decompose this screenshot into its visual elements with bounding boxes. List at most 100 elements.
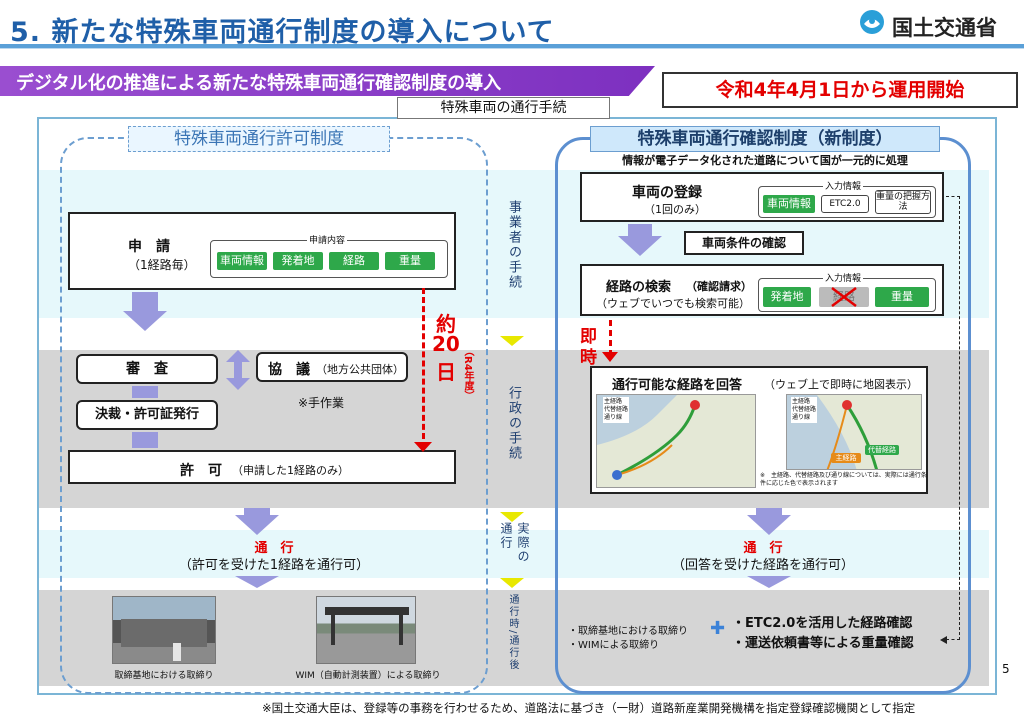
input-label: 入力情報 — [823, 179, 864, 192]
search-input-weight: 重量 — [875, 287, 929, 307]
down-arrow-icon — [747, 576, 791, 588]
label-operator: 事業者の手続 — [506, 200, 521, 290]
check-condition-box: 車両条件の確認 — [684, 231, 804, 255]
reg-input-vehicle: 車両情報 — [763, 195, 815, 213]
registration-box: 車両の登録 （1回のみ） 入力情報 車両情報 ETC2.0 重量の把握方法 — [580, 172, 944, 222]
duration-unit: 日 — [436, 360, 456, 384]
footnote: ※国土交通大臣は、登録等の事務を行わせるため、道路法に基づき（一財）道路新産業開… — [262, 701, 916, 715]
title-underline — [0, 44, 1024, 48]
route-map-zoom: 主経路代替経路通り線 代替経路 主経路 — [786, 394, 922, 470]
apply-content-label: 申請内容 — [307, 233, 348, 246]
page-title: 5. 新たな特殊車両通行制度の導入について — [10, 17, 555, 48]
apply-item-vehicle: 車両情報 — [217, 252, 267, 270]
search-input-box: 入力情報 発着地 経路 重量 — [758, 271, 936, 312]
answer-title: 通行可能な経路を回答 — [612, 378, 743, 393]
subtitle-text: デジタル化の推進による新たな特殊車両通行確認制度の導入 — [16, 73, 502, 94]
review-box: 審 査 — [76, 354, 218, 384]
arrow-shaft — [132, 432, 158, 448]
immediate-arrow-icon — [602, 352, 618, 362]
apply-item-route: 経路 — [329, 252, 379, 270]
cross-out-icon — [831, 287, 857, 307]
extra-2: ・運送依頼書等による重量確認 — [732, 636, 914, 651]
map-note: ※ 主経路、代替経路及び通り線については、実際には通行条件に応じた色で表示されま… — [760, 472, 927, 487]
small-arrow-icon — [500, 336, 524, 346]
enforce-1: ・取締基地における取締り — [568, 626, 688, 637]
down-arrow-icon — [123, 311, 167, 331]
left-pass-title: 通 行 — [254, 541, 294, 556]
arrow-shaft — [756, 508, 782, 516]
double-arrow-icon — [226, 350, 250, 390]
photo-wim — [316, 596, 416, 664]
search-sub: （ウェブでいつでも検索可能） — [596, 297, 750, 310]
apply-sub: （1経路毎） — [128, 258, 196, 272]
answer-box: 通行可能な経路を回答 （ウェブ上で即時に地図表示） 主経路代替経路通り線 主経路… — [590, 366, 928, 494]
duration-days: 20 — [432, 332, 460, 356]
arrow-shaft — [628, 224, 652, 236]
extra-1: ・ETC2.0を活用した経路確認 — [732, 616, 913, 631]
down-arrow-icon — [235, 515, 279, 535]
mlit-logo-icon — [860, 10, 884, 34]
small-arrow-icon — [500, 578, 524, 588]
apply-content-box: 申請内容 車両情報 発着地 経路 重量 — [210, 233, 448, 278]
label-during: 通行時/通行後 — [507, 594, 518, 672]
consult-title: 協 議 — [268, 362, 310, 378]
photo1-caption: 取締基地における取締り — [114, 671, 214, 681]
search-title2: （確認請求） — [686, 280, 752, 293]
enforce-2: ・WIMによる取締り — [568, 640, 660, 651]
arrow-shaft — [132, 292, 158, 312]
registration-sub: （1回のみ） — [644, 203, 706, 216]
photo-enforcement-base — [112, 596, 216, 664]
decision-box: 決裁・許可証発行 — [76, 400, 218, 430]
connector-line — [946, 196, 960, 640]
map-label-main: 主経路 — [831, 453, 861, 463]
immediate-label-2: 時 — [580, 348, 597, 368]
legend-pass: 通り線 — [604, 414, 623, 421]
registration-title: 車両の登録 — [632, 185, 702, 201]
process-tab: 特殊車両の通行手続 — [397, 97, 610, 119]
reg-input-weight-method: 重量の把握方法 — [875, 190, 931, 214]
down-arrow-icon — [747, 515, 791, 535]
input-label: 入力情報 — [823, 271, 864, 284]
apply-box: 申 請 （1経路毎） 申請内容 車両情報 発着地 経路 重量 — [68, 212, 456, 290]
arrow-shaft — [244, 508, 270, 516]
answer-sub: （ウェブ上で即時に地図表示） — [764, 378, 918, 391]
consult-box: 協 議 （地方公共団体） — [256, 352, 408, 382]
label-actual: 実際の通行 — [499, 522, 530, 564]
right-pass-title: 通 行 — [743, 541, 783, 556]
small-arrow-icon — [500, 512, 524, 522]
duration-about: 約 — [436, 312, 456, 336]
route-map-wide: 主経路代替経路通り線 — [596, 394, 756, 488]
registration-input-box: 入力情報 車両情報 ETC2.0 重量の把握方法 — [758, 179, 936, 218]
route-map-drawing — [597, 395, 755, 487]
legend-alt: 代替経路 — [604, 406, 629, 413]
title-underline-thin — [0, 48, 1024, 49]
map-zoom-legend: 主経路代替経路通り線 — [791, 397, 818, 423]
page-number: 5 — [1002, 662, 1010, 676]
permit-sub: （申請した1経路のみ） — [232, 464, 349, 477]
down-arrow-icon — [618, 236, 662, 256]
manual-note: ※手作業 — [298, 396, 345, 410]
org-name: 国土交通省 — [892, 16, 997, 40]
search-box: 経路の検索 （確認請求） （ウェブでいつでも検索可能） 入力情報 発着地 経路 … — [580, 264, 944, 316]
legend-main: 主経路 — [604, 398, 623, 405]
duration-line — [422, 288, 425, 448]
immediate-label-1: 即 — [580, 327, 597, 347]
right-subheading: 情報が電子データ化された道路について国が一元的に処理 — [622, 154, 908, 167]
arrow-shaft — [132, 386, 158, 398]
apply-title: 申 請 — [128, 239, 170, 255]
search-title: 経路の検索 — [606, 280, 672, 295]
connector-arrow-icon — [940, 636, 947, 644]
band-actual — [39, 530, 989, 578]
permit-title: 許 可 — [180, 463, 222, 479]
permit-box: 許 可 （申請した1経路のみ） — [68, 450, 456, 484]
immediate-line — [609, 320, 612, 356]
right-pass-sub: （回答を受けた経路を通行可） — [671, 558, 854, 573]
down-arrow-icon — [235, 576, 279, 588]
start-notice: 令和4年4月1日から運用開始 — [662, 72, 1018, 108]
apply-item-weight: 重量 — [385, 252, 435, 270]
left-pass-sub: （許可を受けた1経路を通行可） — [178, 558, 370, 573]
map-legend: 主経路代替経路通り線 — [603, 397, 630, 423]
right-heading: 特殊車両通行確認制度（新制度） — [590, 126, 940, 152]
consult-sub: （地方公共団体） — [316, 363, 404, 376]
photo2-caption: WIM（自動計測装置）による取締り — [295, 671, 441, 681]
